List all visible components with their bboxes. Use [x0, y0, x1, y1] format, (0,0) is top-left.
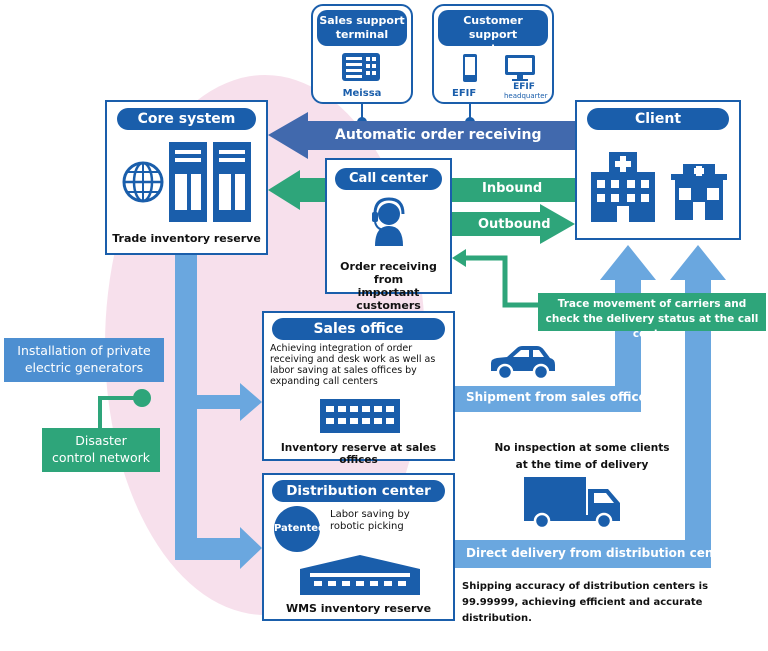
- distribution-desc: Labor saving by robotic picking: [330, 509, 410, 533]
- branch-to-distribution: [175, 527, 262, 569]
- customer-support-title-line2: system: [470, 42, 516, 55]
- call-center-caption-line1: Order receiving from: [340, 260, 437, 286]
- trace-line2: check the delivery status at the call ce…: [545, 313, 759, 340]
- disaster-line1: Disaster: [75, 433, 127, 448]
- truck-icon: [524, 477, 620, 530]
- customer-support-title: Customer support system: [438, 10, 548, 55]
- no-inspection-line2: at the time of delivery: [515, 459, 649, 471]
- monitor-icon: [505, 55, 535, 81]
- disaster-box: Disaster control network: [42, 428, 160, 472]
- trace-text: Trace movement of carriers and check the…: [538, 297, 766, 342]
- distribution-caption: WMS inventory reserve: [285, 602, 432, 615]
- side-connector-dot: [133, 389, 151, 407]
- server-icon: [169, 142, 251, 222]
- hospital-icon: [591, 152, 655, 222]
- direct-delivery-arrow: [455, 245, 726, 568]
- smartphone-icon: [463, 54, 477, 82]
- distribution-desc-line1: Labor saving by: [330, 509, 410, 520]
- meissa-label: Meissa: [342, 88, 382, 99]
- sales-office-title: Sales office: [272, 318, 445, 340]
- accuracy-note: Shipping accuracy of distribution center…: [462, 579, 708, 627]
- car-icon: [491, 346, 555, 381]
- terminal-icon: [342, 53, 380, 81]
- outbound-arrow: [452, 204, 575, 244]
- distribution-center-box: Distribution center Patented Labor savin…: [262, 473, 455, 621]
- client-title: Client: [587, 108, 729, 130]
- efif-label: EFIF: [452, 88, 477, 99]
- trace-connector: [462, 255, 540, 308]
- customer-support-box: Customer support system EFIF EFIF headqu…: [432, 4, 554, 104]
- direct-delivery-label: Direct delivery from distribution center…: [466, 546, 741, 560]
- accuracy-line: distribution.: [462, 613, 532, 624]
- disaster-line2: control network: [51, 450, 151, 465]
- sales-office-desc-line: labor saving at sales offices by: [270, 365, 417, 376]
- generators-line1: Installation of private: [17, 343, 151, 358]
- headset-operator-icon: [372, 197, 405, 246]
- trace-box: Trace movement of carriers and check the…: [538, 293, 766, 340]
- call-center-box: Call center Order receiving from importa…: [325, 158, 452, 312]
- globe-icon: [122, 161, 164, 203]
- sales-support-title-line1: Sales support: [319, 14, 405, 27]
- sales-support-box: Sales support terminal Meissa: [311, 4, 413, 104]
- shipment-label: Shipment from sales offices: [466, 390, 654, 404]
- sales-office-desc-line: receiving and desk work as well as: [270, 354, 436, 365]
- distribution-center-title: Distribution center: [272, 480, 445, 502]
- trace-arrow-head: [452, 249, 466, 267]
- call-center-caption: Order receiving from important customers: [327, 260, 450, 312]
- client-box: Client: [575, 100, 741, 240]
- sales-office-caption: Inventory reserve at sales offices: [280, 442, 437, 466]
- trunk-vertical: [175, 255, 197, 560]
- sales-office-box: Sales office Achieving integration of or…: [262, 311, 455, 466]
- clinic-icon: [671, 164, 727, 220]
- auto-order-arrow: [268, 112, 575, 159]
- call-center-title: Call center: [335, 168, 442, 190]
- branch-to-sales: [197, 383, 262, 421]
- sales-office-desc-line: Achieving integration of order: [270, 343, 413, 354]
- generators-text: Installation of private electric generat…: [4, 342, 164, 376]
- core-system-title: Core system: [117, 108, 256, 130]
- no-inspection-note: No inspection at some clients at the tim…: [462, 440, 702, 474]
- trace-line1: Trace movement of carriers and: [557, 298, 747, 310]
- efif-headquarter-label: EFIF headquarter: [504, 82, 548, 101]
- no-inspection-line1: No inspection at some clients: [494, 442, 670, 454]
- generators-line2: electric generators: [24, 360, 144, 375]
- inbound-label: Inbound: [482, 181, 543, 196]
- accuracy-line: 99.99999, achieving efficient and accura…: [462, 597, 703, 608]
- sales-office-desc-line: expanding call centers: [270, 376, 378, 387]
- core-system-caption: Trade inventory reserve: [112, 232, 261, 245]
- patented-badge: Patented: [274, 506, 325, 552]
- generators-box: Installation of private electric generat…: [4, 338, 164, 382]
- accuracy-line: Shipping accuracy of distribution center…: [462, 581, 709, 592]
- office-building-icon: [320, 399, 400, 433]
- outbound-label: Outbound: [478, 217, 551, 232]
- distribution-desc-line2: robotic picking: [330, 521, 404, 532]
- sales-support-title-line2: terminal: [335, 28, 389, 41]
- efif-hq-label: EFIF: [513, 82, 535, 92]
- core-system-box: Core system Trade inventory reserve: [105, 100, 268, 255]
- efif-hq-sub-label: headquarter: [504, 92, 548, 100]
- disaster-text: Disaster control network: [42, 432, 160, 466]
- customer-support-title-line1: Customer support: [463, 14, 523, 41]
- auto-order-label: Automatic order receiving: [335, 127, 542, 143]
- sales-office-desc: Achieving integration of order receiving…: [270, 343, 435, 387]
- sales-support-title: Sales support terminal: [317, 10, 407, 46]
- warehouse-icon: [300, 555, 420, 595]
- call-center-caption-line2: important customers: [356, 286, 421, 312]
- side-connector: [98, 396, 140, 430]
